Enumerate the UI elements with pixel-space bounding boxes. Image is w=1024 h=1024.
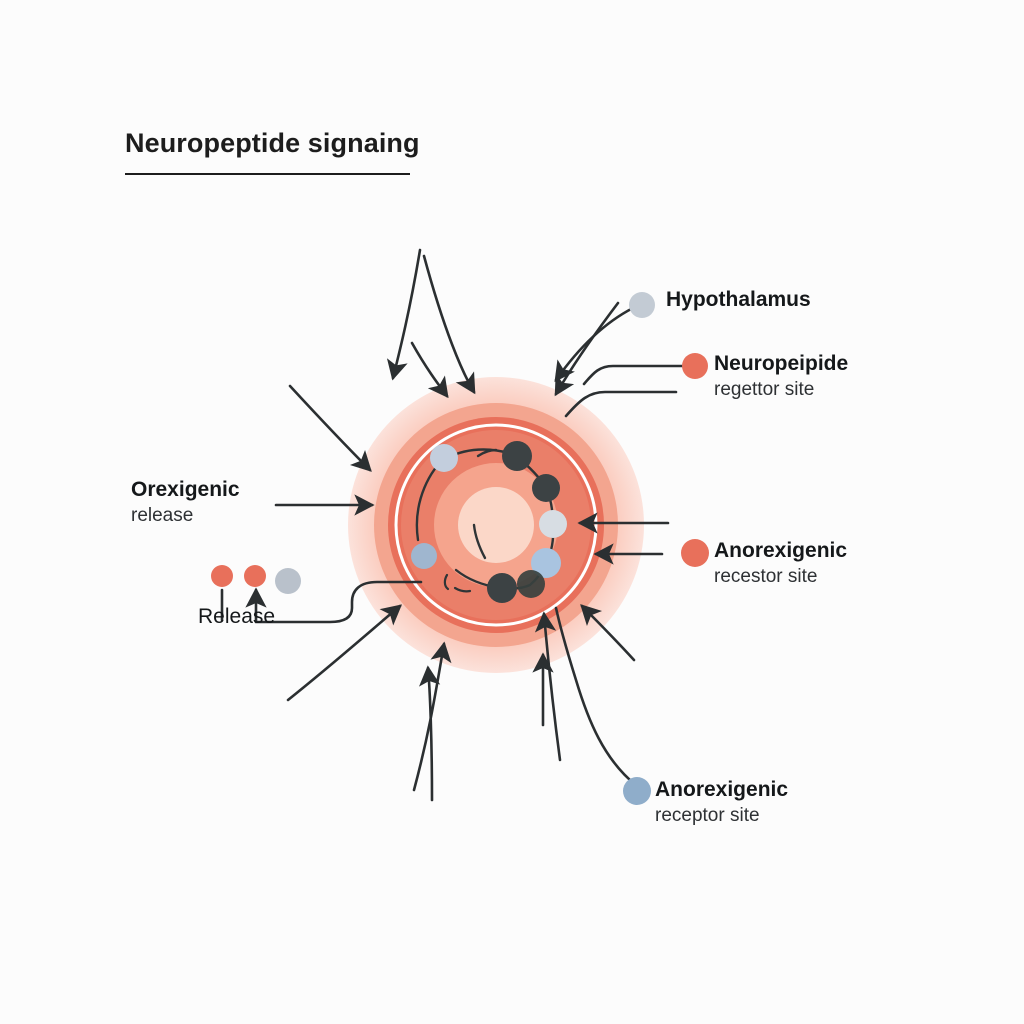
inbound-arrow-group-top: [288, 248, 620, 472]
release-dot-group: [211, 565, 301, 594]
receptor-dot-anorexigenic-blue: [531, 548, 561, 578]
arrow-bottom-mid: [418, 665, 441, 802]
arrow-bottom-right-far: [580, 604, 636, 662]
legend-anorexigenic-blue-title: Anorexigenic: [655, 778, 789, 801]
leader-neuropeptide-lower: [564, 390, 678, 418]
leader-neuropeptide-upper: [582, 364, 686, 386]
leader-release-elbow: [245, 580, 423, 624]
receptor-dot-anorexigenic-light: [539, 510, 567, 538]
chain-squiggle: [443, 573, 472, 593]
leader-hypothalamus: [554, 306, 635, 383]
inbound-arrow-group-sides: [274, 494, 670, 565]
receptor-dot-neuropeptide-dark: [502, 441, 532, 471]
legend-release-title: Release: [198, 605, 276, 628]
release-dot-red: [211, 565, 233, 587]
legend-dot-anorexigenic-blue: [623, 777, 651, 805]
arrow-bottom-left-short: [412, 641, 452, 792]
leader-anorexigenic-blue: [554, 606, 639, 788]
receptor-dot-neuropeptide-dark: [487, 573, 517, 603]
legend-neuropeptide-subtitle: regettor site: [714, 379, 815, 400]
legend-label-neuropeptide-receptor: Neuropeipide regettor site: [714, 351, 848, 403]
receptor-dot-neuropeptide-dark: [517, 570, 545, 598]
arrow-top-left-curve: [386, 248, 422, 381]
legend-anorexigenic-blue-subtitle: receptor site: [655, 805, 760, 826]
legend-leader-group: [220, 306, 686, 788]
arrow-left-upper: [288, 384, 372, 472]
title-block: Neuropeptide signaing: [125, 128, 545, 175]
arrow-top-right-curve: [422, 254, 476, 395]
arrow-bottom-right-curve: [534, 611, 562, 762]
receptor-dot-group: [411, 441, 567, 603]
legend-dot-neuropeptide: [682, 353, 708, 379]
legend-orexigenic-title: Orexigenic: [131, 478, 240, 501]
legend-label-anorexigenic-red: Anorexigenic recestor site: [714, 538, 847, 590]
legend-neuropeptide-title: Neuropeipide: [714, 352, 849, 375]
legend-dot-hypothalamus: [629, 292, 655, 318]
legend-label-hypothalamus: Hypothalamus: [666, 287, 811, 313]
page-title: Neuropeptide signaing: [125, 128, 420, 158]
legend-label-release: Release: [198, 604, 275, 630]
legend-orexigenic-subtitle: release: [131, 505, 194, 526]
arrow-upper-right-inbound: [554, 301, 620, 397]
legend-anorexigenic-red-subtitle: recestor site: [714, 566, 818, 587]
arrow-top-mid: [410, 341, 449, 399]
legend-anorexigenic-red-title: Anorexigenic: [714, 539, 848, 562]
legend-dot-group: [623, 292, 709, 805]
legend-label-anorexigenic-blue: Anorexigenic receptor site: [655, 777, 788, 829]
receptor-dot-anorexigenic-blue: [411, 543, 437, 569]
cell-nucleus: [458, 487, 534, 563]
release-dot-gray: [275, 568, 301, 594]
cell-body: [348, 377, 644, 673]
title-underline: [125, 173, 410, 175]
release-dot-red: [244, 565, 266, 587]
legend-dot-anorexigenic-red: [681, 539, 709, 567]
receptor-dot-anorexigenic-light: [430, 444, 458, 472]
legend-hypothalamus-title: Hypothalamus: [666, 288, 811, 311]
arrow-bottom-left-long: [286, 604, 402, 702]
legend-label-orexigenic: Orexigenic release: [131, 477, 240, 529]
receptor-dot-neuropeptide-dark: [532, 474, 560, 502]
inbound-arrow-group-bottom: [286, 604, 636, 802]
